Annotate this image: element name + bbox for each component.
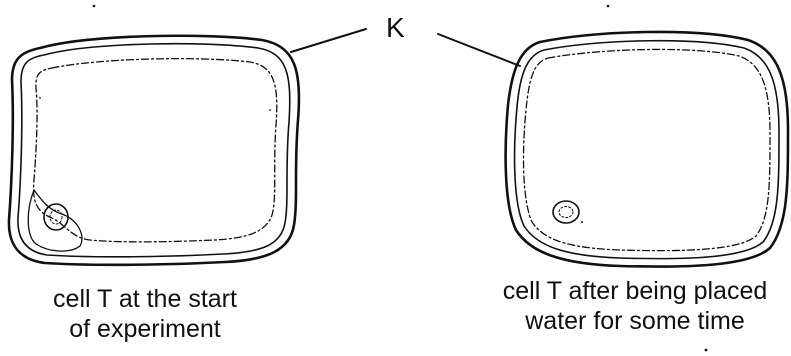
pointer-line-right (438, 34, 520, 66)
caption-right-line1: cell T after being placed (455, 276, 791, 306)
cell-membrane-left (34, 59, 277, 242)
cell-t-start (9, 5, 299, 265)
cell-membrane-right (524, 49, 770, 250)
label-k: K (386, 12, 405, 44)
caption-cell-t-after: cell T after being placed water for some… (455, 276, 791, 336)
label-k-pointers (291, 29, 520, 66)
caption-left-line1: cell T at the start (20, 284, 270, 314)
cell-wall-outer-right (506, 32, 788, 267)
cell-wall-inner-right (515, 41, 779, 259)
caption-left-line2: of experiment (20, 314, 270, 344)
nucleus-right (553, 201, 579, 223)
caption-cell-t-start: cell T at the start of experiment (20, 284, 270, 344)
nucleolus-right (559, 207, 573, 218)
nucleus-left (44, 204, 68, 230)
cytoplasm-corner-left (28, 190, 82, 251)
cell-wall-inner-left (18, 44, 290, 257)
caption-right-line2: water for some time (455, 306, 791, 336)
cell-wall-outer-left (9, 36, 299, 265)
pointer-line-left (291, 29, 366, 52)
